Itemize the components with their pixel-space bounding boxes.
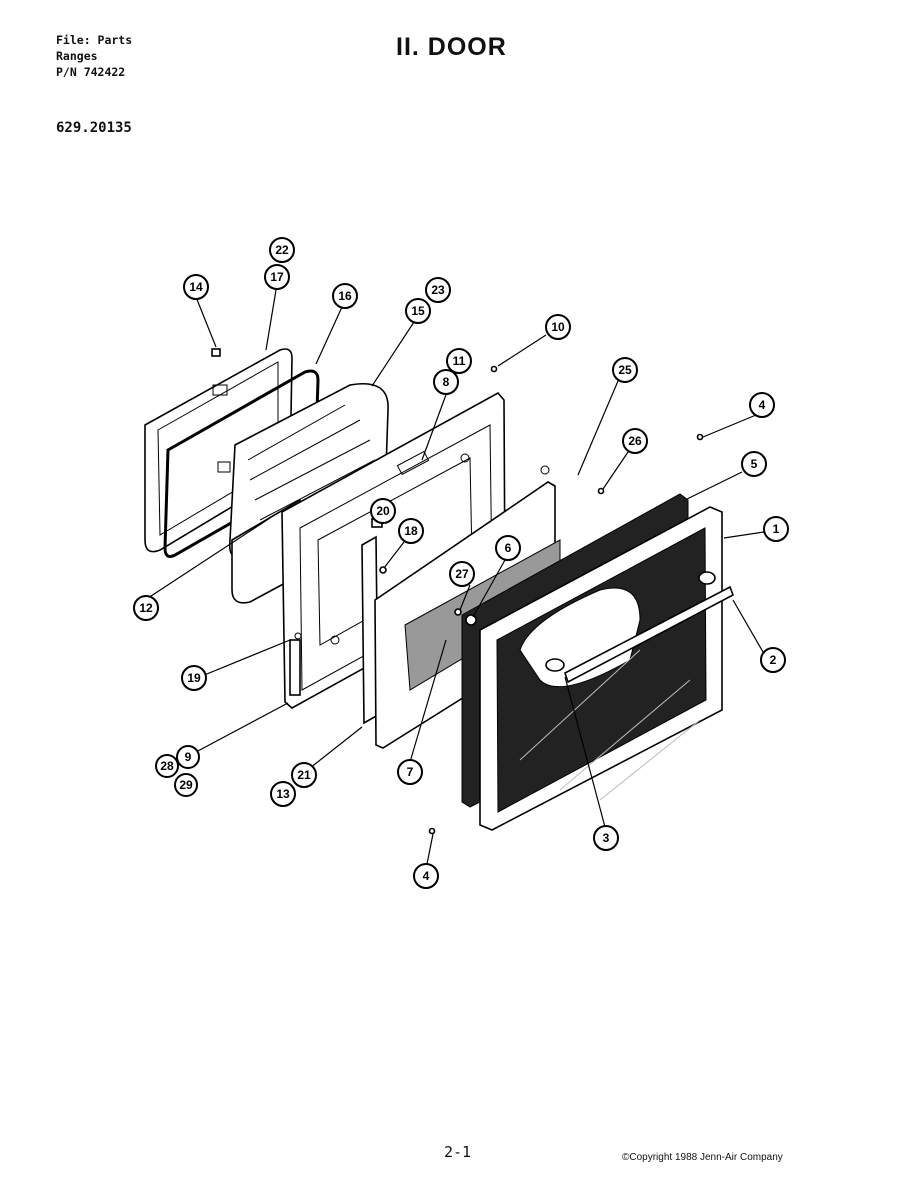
svg-text:9: 9 (185, 750, 192, 764)
file-line: File: Parts (56, 33, 133, 47)
callout-13: 14 (183, 274, 209, 300)
callout-2: 2 (760, 647, 786, 673)
svg-text:14: 14 (189, 280, 203, 294)
page-number: 2-1 (444, 1143, 472, 1161)
svg-text:21: 21 (297, 768, 311, 782)
callout-6: 6 (495, 535, 521, 561)
svg-text:4: 4 (759, 398, 766, 412)
callout-3: 3 (593, 825, 619, 851)
page-title: II. DOOR (396, 33, 507, 61)
hinge-part (289, 632, 302, 696)
callout-16: 17 (264, 264, 290, 290)
svg-text:27: 27 (455, 567, 469, 581)
svg-text:26: 26 (628, 434, 642, 448)
svg-text:20: 20 (376, 504, 390, 518)
svg-text:23: 23 (431, 283, 445, 297)
callout-15: 16 (332, 283, 358, 309)
svg-text:19: 19 (187, 671, 201, 685)
svg-text:13: 13 (276, 787, 290, 801)
svg-text:25: 25 (618, 363, 632, 377)
callout-27: 27 (449, 561, 475, 587)
part-number-line: P/N 742422 (56, 65, 126, 79)
callout-29: 29 (174, 773, 198, 797)
callout-18: 18 (398, 518, 424, 544)
svg-text:28: 28 (160, 759, 174, 773)
callout-4-bottom: 4 (413, 863, 439, 889)
leader-lines (147, 289, 765, 865)
svg-text:22: 22 (275, 243, 289, 257)
svg-text:15: 15 (411, 304, 425, 318)
callout-7: 7 (397, 759, 423, 785)
callout-12: 12 (133, 595, 159, 621)
callout-1: 1 (763, 516, 789, 542)
callout-26: 26 (622, 428, 648, 454)
screws-and-clips (211, 348, 704, 835)
svg-text:2: 2 (770, 653, 777, 667)
outer-door-frame-part (479, 506, 723, 831)
svg-text:29: 29 (179, 778, 193, 792)
callout-14: 15 (405, 298, 431, 324)
category-line: Ranges (56, 49, 98, 63)
svg-text:8: 8 (443, 375, 450, 389)
callout-23: 21 (291, 762, 317, 788)
callout-21: 23 (425, 277, 451, 303)
copyright-notice: ©Copyright 1988 Jenn-Air Company (622, 1152, 783, 1163)
svg-text:12: 12 (139, 601, 153, 615)
callout-19: 13 (270, 781, 296, 807)
callout-4-top: 4 (749, 392, 775, 418)
svg-text:17: 17 (270, 270, 284, 284)
callout-25: 25 (612, 357, 638, 383)
svg-text:7: 7 (407, 765, 414, 779)
svg-text:16: 16 (338, 289, 352, 303)
door-handle-part (564, 585, 734, 684)
svg-text:1: 1 (773, 522, 780, 536)
callout-22: 20 (370, 498, 396, 524)
svg-text:5: 5 (751, 457, 758, 471)
callout-9: 9 (176, 745, 200, 769)
svg-text:10: 10 (551, 320, 565, 334)
svg-text:3: 3 (603, 831, 610, 845)
callout-5: 5 (741, 451, 767, 477)
svg-text:6: 6 (505, 541, 512, 555)
model-number: 629.20135 (56, 120, 132, 136)
callout-11: 11 (446, 348, 472, 374)
callout-8: 8 (433, 369, 459, 395)
file-info: File: Parts Ranges P/N 742422 (56, 32, 132, 80)
callout-20: 22 (269, 237, 295, 263)
callout-28: 28 (155, 754, 179, 778)
svg-text:4: 4 (423, 869, 430, 883)
svg-text:11: 11 (453, 354, 466, 368)
svg-text:18: 18 (404, 524, 418, 538)
callout-17: 19 (181, 665, 207, 691)
callout-10: 10 (545, 314, 571, 340)
